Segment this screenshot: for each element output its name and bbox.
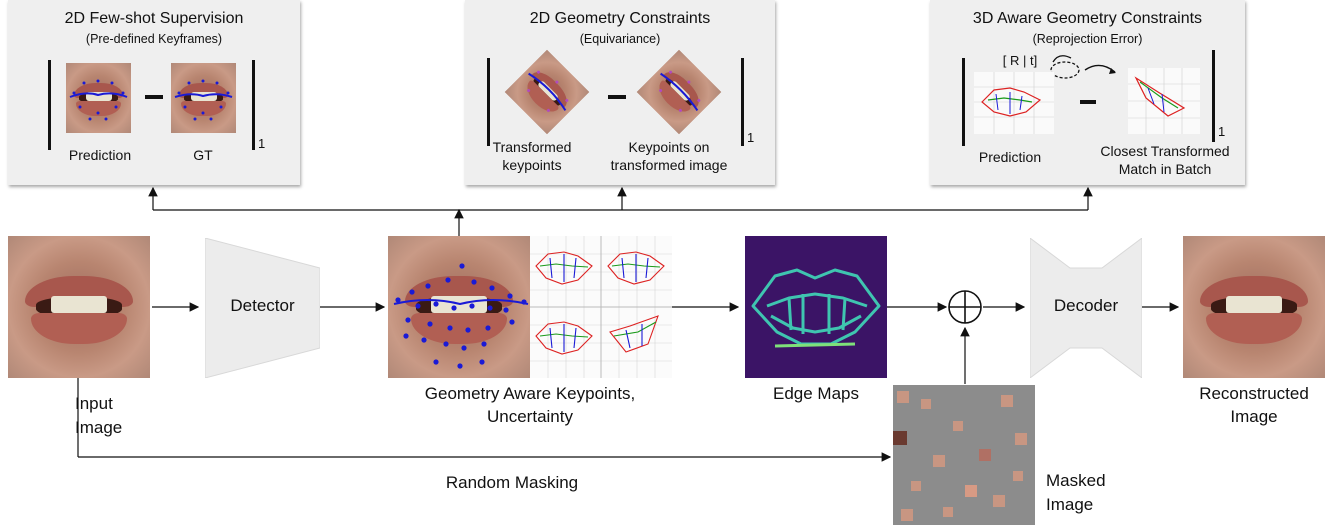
norm-bar-left — [48, 60, 51, 150]
masked-image-label-2: Image — [1046, 495, 1094, 514]
prediction-label: Prediction — [68, 147, 132, 163]
l1-norm-subscript: 1 — [747, 130, 755, 145]
transformed-keypoints-label-1: Transformed — [492, 139, 572, 155]
input-image-label-1: Input — [75, 394, 113, 413]
ground-truth-lip-image — [171, 63, 236, 133]
geometry-constraints-panel: 2D Geometry Constraints (Equivariance) 1… — [465, 0, 775, 185]
detector-block — [205, 238, 320, 378]
keypoints-on-transformed-label-2: transformed image — [610, 157, 728, 173]
transformed-keypoints-image — [504, 49, 590, 135]
masked-image-label-1: Masked — [1046, 471, 1106, 490]
norm-bar-right — [1212, 50, 1215, 142]
reconstructed-label-1: Reconstructed — [1199, 384, 1309, 403]
minus-sign — [608, 95, 626, 99]
reconstructed-label-2: Image — [1230, 407, 1278, 426]
keypoint-overlay — [393, 263, 529, 369]
closest-match-3d-plot — [1128, 68, 1200, 134]
keypoint-overlay — [174, 79, 233, 121]
norm-bar-left — [962, 58, 965, 146]
panel-title: 3D Aware Geometry Constraints — [972, 10, 1203, 27]
panel-subtitle: (Reprojection Error) — [1032, 32, 1143, 46]
l1-norm-subscript: 1 — [258, 136, 266, 151]
keypoint-overlay — [659, 70, 701, 112]
masked-image — [893, 385, 1035, 525]
reconstructed-image — [1183, 236, 1325, 378]
edge-map-image — [745, 236, 887, 378]
panel-subtitle: (Equivariance) — [579, 32, 661, 46]
prediction-lip-image — [66, 63, 131, 133]
prediction-label: Prediction — [978, 149, 1042, 165]
minus-sign — [1080, 100, 1096, 104]
norm-bar-right — [252, 60, 255, 150]
l1-norm-subscript: 1 — [1218, 124, 1226, 139]
rotation-translation-label: [ R | t] — [1002, 53, 1038, 68]
keypoints-label-1: Geometry Aware Keypoints, — [424, 384, 636, 403]
input-image — [8, 236, 150, 378]
norm-bar-right — [741, 58, 744, 146]
closest-transformed-label-1: Closest Transformed — [1100, 143, 1230, 159]
few-shot-supervision-panel: 2D Few-shot Supervision (Pre-defined Key… — [8, 0, 300, 185]
gt-label: GT — [193, 147, 213, 163]
3d-keypoint-plots — [530, 236, 672, 378]
random-masking-label: Random Masking — [445, 473, 579, 492]
keypoints-label-2: Uncertainty — [487, 407, 573, 426]
closest-transformed-label-2: Match in Batch — [1118, 161, 1212, 177]
keypoints-on-transformed-label-1: Keypoints on — [628, 139, 710, 155]
norm-bar-left — [487, 58, 490, 146]
decoder-label: Decoder — [1053, 296, 1119, 315]
transformed-keypoints-label-2: keypoints — [502, 157, 562, 173]
panel-title: 2D Geometry Constraints — [529, 10, 711, 27]
decoder-block — [1030, 238, 1142, 378]
transformed-image-keypoints — [636, 49, 722, 135]
minus-sign — [145, 95, 163, 99]
keypoint-overlay — [527, 70, 569, 112]
panel-title: 2D Few-shot Supervision — [64, 10, 244, 27]
keypoint-overlay — [69, 79, 128, 121]
detector-label: Detector — [230, 296, 295, 315]
keypoints-image — [388, 236, 530, 378]
panel-subtitle: (Pre-defined Keyframes) — [85, 32, 223, 46]
edge-maps-label: Edge Maps — [773, 384, 859, 403]
rotation-arrows-icon — [1050, 55, 1116, 79]
input-image-label-2: Image — [75, 418, 123, 437]
combine-plus-icon — [948, 290, 982, 324]
prediction-3d-plot — [974, 72, 1054, 134]
3d-aware-constraints-panel: 3D Aware Geometry Constraints (Reproject… — [930, 0, 1245, 185]
